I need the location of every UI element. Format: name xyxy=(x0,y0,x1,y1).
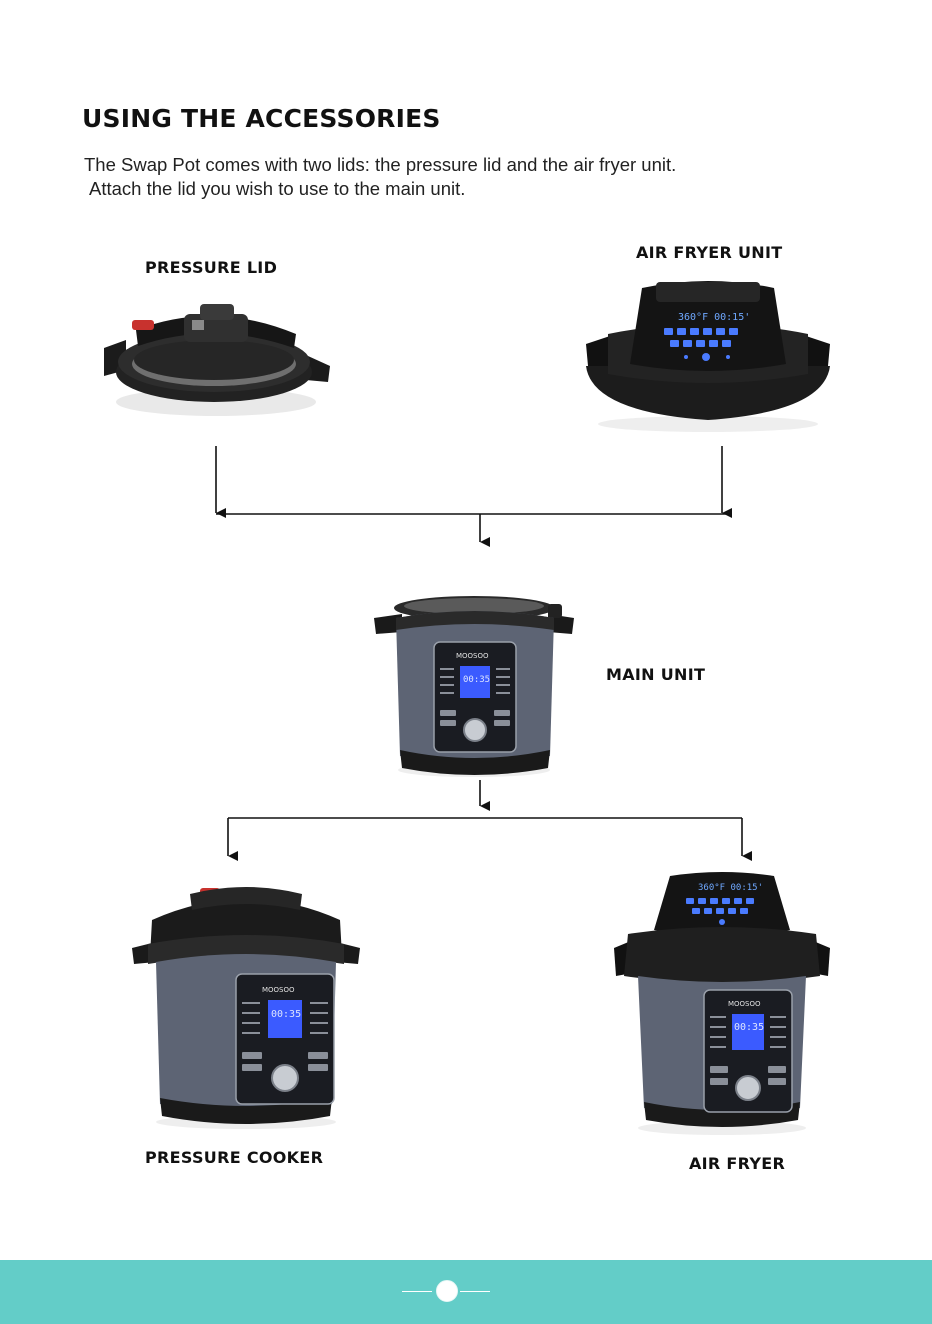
air-fryer-illustration: 360°F 00:15' MOOSOO 00:35 xyxy=(612,872,832,1136)
main-unit-logo: MOOSOO xyxy=(456,652,489,660)
pressure-lid-illustration xyxy=(96,290,334,420)
air-fryer-display: 360°F 00:15' xyxy=(698,883,763,893)
air-fryer-main-display: 00:35 xyxy=(734,1022,764,1033)
pressure-cooker-logo: MOOSOO xyxy=(262,986,295,994)
air-fryer-logo: MOOSOO xyxy=(728,1000,761,1008)
page-number-circle xyxy=(436,1280,458,1302)
footer-line-left xyxy=(402,1291,432,1292)
main-unit-display: 00:35 xyxy=(463,675,490,685)
pressure-cooker-illustration: MOOSOO 00:35 xyxy=(130,880,362,1130)
footer-line-right xyxy=(460,1291,490,1292)
air-fryer-unit-illustration: 360°F 00:15' xyxy=(582,274,834,434)
air-fryer-unit-display: 360°F 00:15' xyxy=(678,312,750,323)
main-unit-illustration: MOOSOO 00:35 xyxy=(372,590,578,778)
pressure-cooker-display: 00:35 xyxy=(271,1009,301,1020)
page-footer xyxy=(0,1260,932,1324)
